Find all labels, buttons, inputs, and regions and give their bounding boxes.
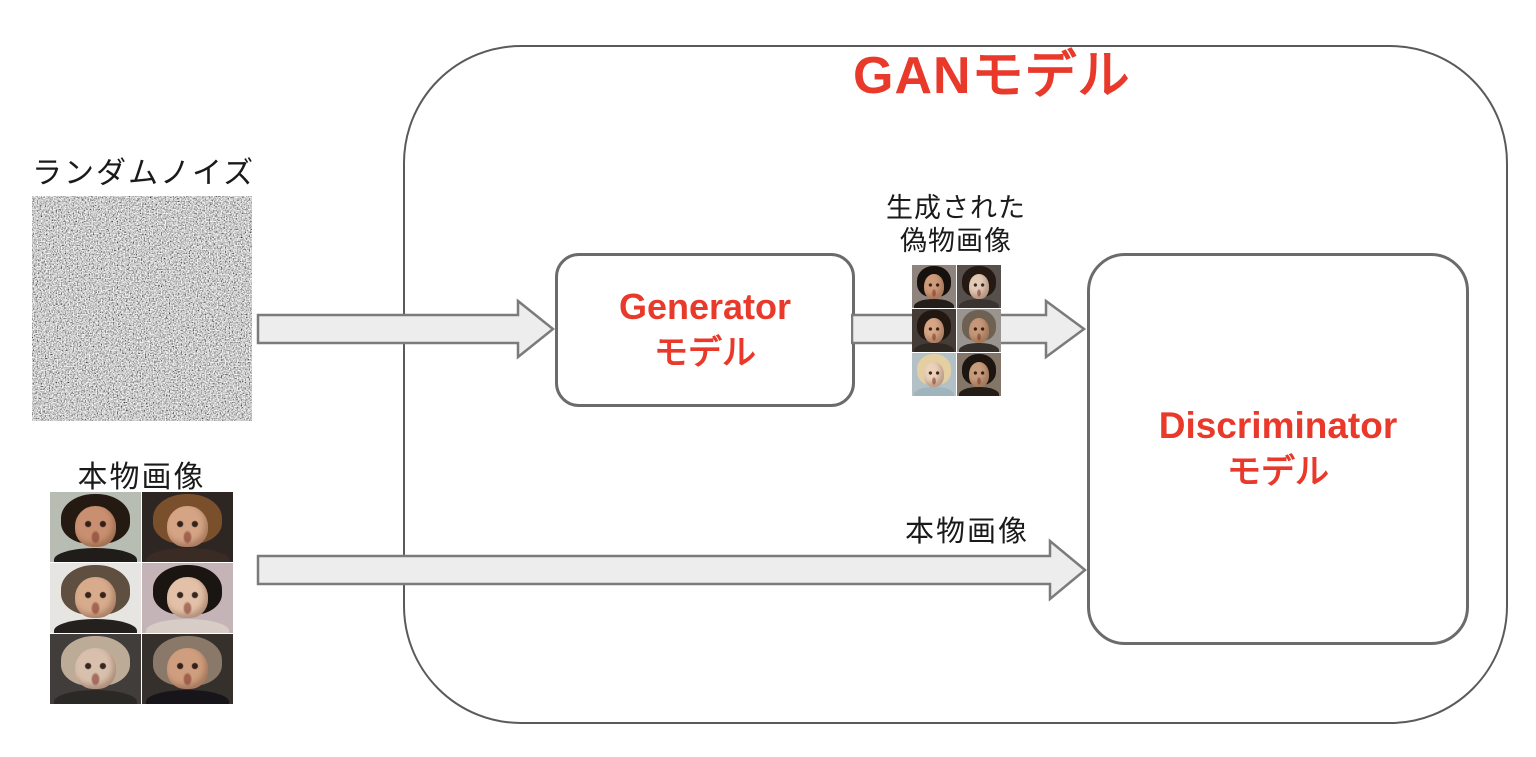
face-skin: [75, 577, 116, 618]
face-skin: [924, 361, 945, 387]
fake-face-man-stubble-tan: [957, 309, 1001, 352]
generated-fake-images-label-line1: 生成された: [886, 193, 1026, 223]
face-skin: [969, 273, 990, 299]
face-skin: [924, 317, 945, 343]
real-face-woman-black-hair-pale: [142, 563, 233, 633]
real-face-bald-man-smiling-suit: [142, 634, 233, 704]
gan-model-title: GANモデル: [853, 47, 1131, 105]
fake-faces-grid: [912, 265, 1001, 396]
fake-face-woman-short-dark-hair-pale: [957, 265, 1001, 308]
fake-face-woman-dark-hat: [957, 353, 1001, 396]
face-shoulders: [913, 343, 955, 352]
real-face-man-long-dark-hair-smiling: [50, 492, 141, 562]
face-shoulders: [145, 690, 230, 704]
face-skin: [969, 361, 990, 387]
face-shoulders: [913, 387, 955, 396]
real-face-pale-man-short-light-hair: [50, 634, 141, 704]
generator-node: Generator モデル: [555, 253, 855, 407]
face-shoulders: [958, 343, 1000, 352]
noise-texture: [32, 196, 252, 421]
gan-model-container: [403, 45, 1508, 724]
face-skin: [75, 648, 116, 689]
face-skin: [924, 273, 945, 299]
face-shoulders: [53, 548, 138, 562]
generated-fake-images-label: 生成された 偽物画像: [856, 192, 1056, 258]
discriminator-node: Discriminator モデル: [1087, 253, 1469, 645]
face-skin: [969, 317, 990, 343]
face-shoulders: [145, 619, 230, 633]
face-shoulders: [53, 619, 138, 633]
face-shoulders: [913, 299, 955, 308]
face-shoulders: [958, 299, 1000, 308]
random-noise-label: ランダムノイズ: [32, 157, 256, 190]
face-skin: [167, 506, 208, 547]
generator-suffix: モデル: [654, 334, 756, 372]
random-noise-image: [32, 196, 252, 421]
face-skin: [167, 577, 208, 618]
fake-face-blonde-woman: [912, 353, 956, 396]
face-skin: [167, 648, 208, 689]
discriminator-suffix: モデル: [1227, 453, 1329, 491]
fake-face-woman-wavy-dark-hair: [912, 309, 956, 352]
fake-face-woman-dark-bob: [912, 265, 956, 308]
real-images-arrow-label: 本物画像: [904, 516, 1029, 548]
real-face-balding-man-goatee: [50, 563, 141, 633]
generator-name: Generator: [618, 286, 792, 327]
face-skin: [75, 506, 116, 547]
generated-fake-images-label-line2: 偽物画像: [900, 226, 1012, 256]
real-faces-grid: [50, 492, 233, 704]
face-shoulders: [53, 690, 138, 704]
arrow-real-to-discriminator: [256, 538, 1087, 602]
real-face-woman-long-brown-hair: [142, 492, 233, 562]
face-shoulders: [145, 548, 230, 562]
face-shoulders: [958, 387, 1000, 396]
discriminator-name: Discriminator: [1158, 405, 1398, 446]
arrow-noise-to-generator: [256, 298, 556, 360]
real-images-label: 本物画像: [77, 461, 206, 494]
